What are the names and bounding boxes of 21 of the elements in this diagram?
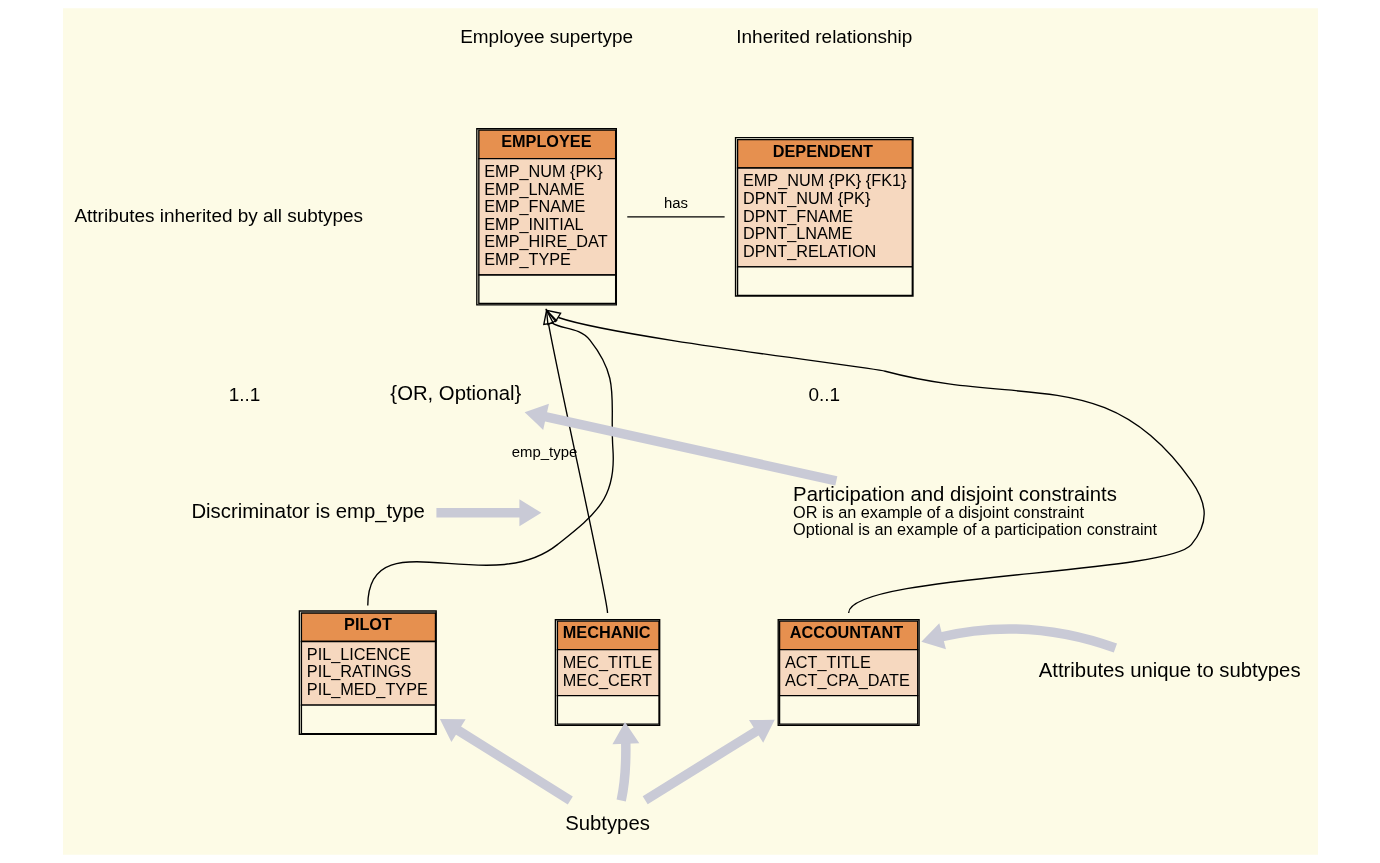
arrow — [642, 719, 775, 805]
node-text: Subtypes — [564, 811, 650, 834]
arrow — [435, 499, 541, 527]
label: 1..1 — [228, 383, 260, 405]
node-text: Attributes unique to subtypes — [1038, 659, 1301, 682]
arrow — [524, 403, 837, 486]
label: Attributes inherited by all subtypes — [73, 204, 363, 226]
node-text: Participation and disjoint constraints OR is an example of a disjoint constraint Optional is an example of a participation constraint — [792, 483, 1157, 538]
label: Employee supertype — [459, 26, 633, 48]
connector — [626, 216, 725, 218]
arrow — [439, 719, 573, 805]
label: Inherited relationship — [735, 26, 912, 48]
arrow — [920, 623, 1117, 653]
arrow — [611, 721, 639, 802]
arrow — [544, 309, 1205, 614]
arrow — [366, 308, 614, 607]
label: 0..1 — [807, 383, 840, 405]
arrow — [542, 308, 608, 614]
node-text: Discriminator is emp_type — [190, 499, 425, 522]
node-text: {OR, Optional} — [389, 382, 521, 405]
edge-label: has — [663, 195, 688, 212]
